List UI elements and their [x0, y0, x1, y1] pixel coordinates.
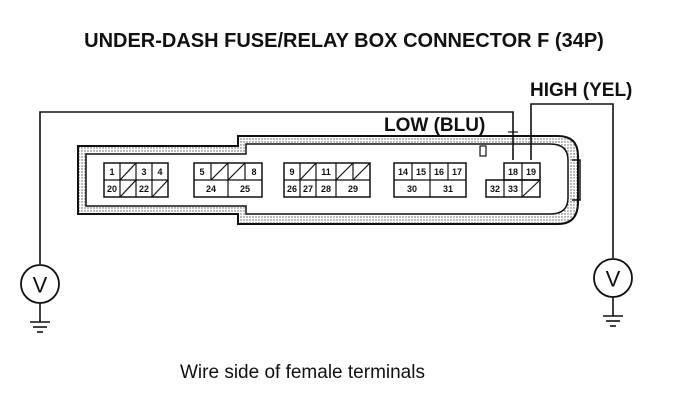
pin-34-blank — [521, 179, 541, 198]
pin-29: 29 — [348, 184, 358, 194]
ground-icon — [30, 321, 50, 333]
terminal-group-2: 5 8 24 25 — [193, 162, 263, 198]
terminal-group-5: 18 19 32 33 — [485, 162, 541, 198]
pin-2-blank — [119, 162, 137, 181]
high-probe-wire — [530, 103, 614, 258]
pin-13-blank — [352, 162, 371, 181]
pin-3: 3 — [141, 167, 146, 177]
pin-14: 14 — [398, 167, 408, 177]
left-voltmeter-symbol: V — [33, 273, 48, 298]
ground-icon — [603, 315, 623, 327]
pin-28: 28 — [321, 184, 331, 194]
right-voltmeter-symbol: V — [606, 267, 621, 292]
pin-27: 27 — [303, 184, 313, 194]
pin-9: 9 — [289, 167, 294, 177]
pin-6-blank — [210, 162, 229, 181]
pin-11: 11 — [321, 167, 331, 177]
pin-20: 20 — [107, 184, 117, 194]
pin-12-blank — [335, 162, 354, 181]
pin-15: 15 — [416, 167, 426, 177]
diagram-title: UNDER-DASH FUSE/RELAY BOX CONNECTOR F (3… — [84, 30, 604, 52]
pin-10-blank — [299, 162, 317, 181]
pin-26: 26 — [287, 184, 297, 194]
pin-1: 1 — [109, 167, 114, 177]
pin-31: 31 — [443, 184, 453, 194]
pin-16: 16 — [434, 167, 444, 177]
pin-25: 25 — [240, 184, 250, 194]
low-probe-wire — [39, 111, 514, 264]
pin-33: 33 — [508, 184, 518, 194]
pin-24: 24 — [206, 184, 216, 194]
pin-23-blank — [151, 179, 169, 198]
right-voltmeter: V — [593, 258, 633, 327]
pin-4: 4 — [157, 167, 162, 177]
pin-32: 32 — [490, 184, 500, 194]
pin-17: 17 — [452, 167, 462, 177]
pin-21-blank — [119, 179, 137, 198]
terminal-group-1: 1 3 4 20 22 — [103, 162, 169, 198]
pin-30: 30 — [407, 184, 417, 194]
low-wire-label: LOW (BLU) — [384, 115, 486, 136]
left-voltmeter: V — [20, 264, 60, 333]
diagram-caption: Wire side of female terminals — [180, 362, 425, 383]
pin-22: 22 — [139, 184, 149, 194]
terminal-group-4: 14 15 16 17 30 31 — [393, 162, 467, 198]
pin-19: 19 — [526, 167, 536, 177]
pin-18: 18 — [508, 167, 518, 177]
terminal-group-3: 9 11 26 27 28 29 — [283, 162, 371, 198]
pin-7-blank — [227, 162, 246, 181]
pin-5: 5 — [199, 167, 204, 177]
high-wire-label: HIGH (YEL) — [530, 80, 633, 101]
pin-8: 8 — [251, 167, 256, 177]
